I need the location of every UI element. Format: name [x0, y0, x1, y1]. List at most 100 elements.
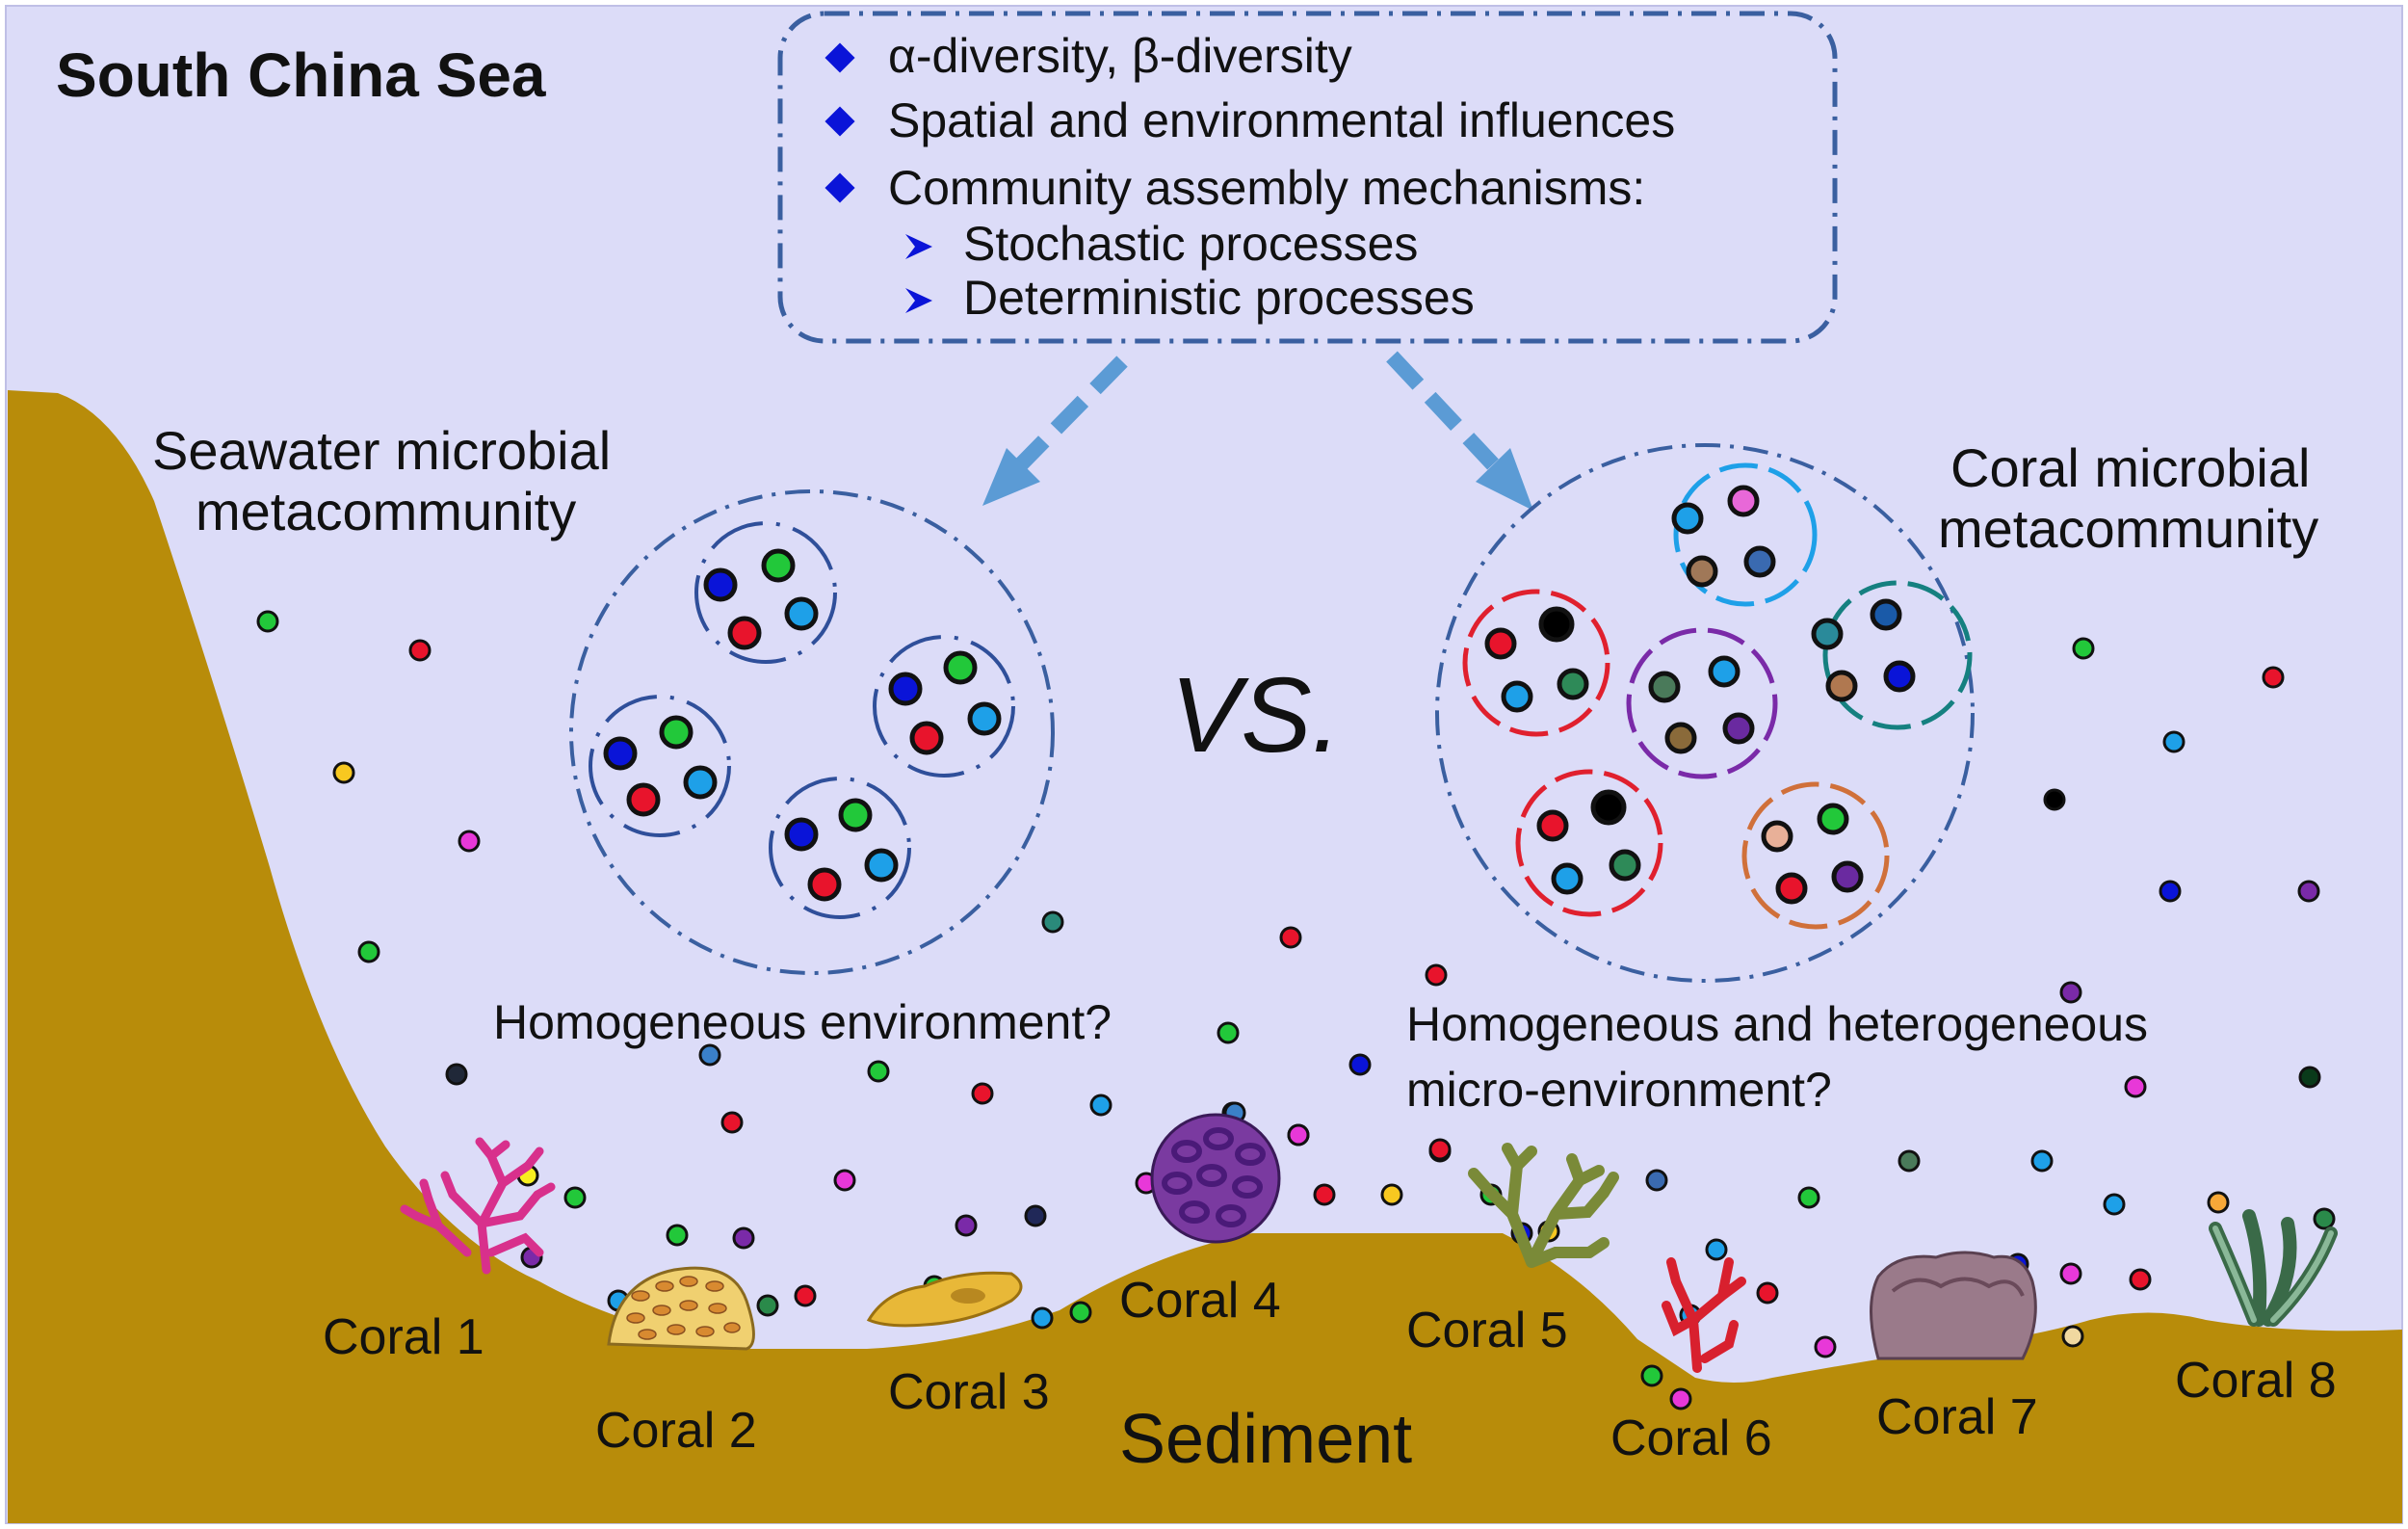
microbe-dot	[1671, 502, 1704, 535]
microbe-dot	[1501, 680, 1533, 713]
microbe-dot	[332, 761, 355, 784]
microbe-dot	[1870, 598, 1902, 631]
microbe-dot	[1727, 485, 1760, 517]
microbe-dot	[732, 1226, 755, 1250]
seawater-subcommunity	[589, 695, 731, 837]
coral-7-illustration	[1870, 1251, 2037, 1360]
microbe-dot	[2030, 1149, 2054, 1173]
question-subitem: Stochastic processes	[963, 217, 1418, 271]
microbe-dot	[1031, 1306, 1054, 1330]
microbe-dot	[1898, 1149, 1921, 1173]
arrow-to-coral	[1386, 351, 1533, 511]
question-item: Spatial and environmental influences	[888, 93, 1675, 147]
microbe-dot	[1069, 1301, 1092, 1324]
free-microbes	[256, 610, 2336, 1410]
microbe-dot	[683, 765, 718, 800]
coral-label: Coral 7	[1876, 1389, 2038, 1445]
microbe-dot	[720, 1111, 744, 1134]
question-item: α-diversity, β-diversity	[888, 29, 1352, 83]
microbe-dot	[1664, 722, 1697, 754]
coral-label: Coral 1	[323, 1309, 484, 1365]
microbe-dot	[1089, 1094, 1112, 1117]
microbe-dot	[794, 1284, 817, 1307]
microbe-dot	[1722, 712, 1755, 745]
microbe-dot	[1669, 1387, 1692, 1410]
microbe-dot	[756, 1294, 779, 1317]
microbe-dot	[1313, 1183, 1336, 1206]
microbe-dot	[1640, 1364, 1663, 1387]
microbe-dot	[838, 798, 873, 832]
microbe-dot	[1348, 1053, 1372, 1076]
sediment-label: Sediment	[1119, 1401, 1412, 1478]
questions-list: α-diversity, β-diversity Spatial and env…	[824, 29, 1675, 325]
coral-8-illustration	[2209, 1209, 2338, 1327]
microbe-dot	[1761, 820, 1793, 853]
microbe-dot	[2124, 1075, 2147, 1098]
coral-label: Coral 3	[888, 1364, 1050, 1420]
seabed	[8, 390, 2402, 1523]
microbe-dot	[864, 848, 899, 883]
microbe-dot	[2262, 666, 2285, 689]
coral-label: Coral 8	[2175, 1353, 2337, 1409]
microbe-dot	[603, 736, 638, 771]
microbe-dot	[2059, 1262, 2082, 1285]
microbe-dot	[666, 1224, 689, 1247]
microbe-dot	[698, 1043, 721, 1067]
coral-subcommunity	[1626, 627, 1778, 779]
microbe-dot	[2061, 1325, 2084, 1348]
microbe-dot	[909, 721, 944, 755]
microbe-dot	[659, 715, 694, 750]
microbe-dot	[1609, 849, 1641, 882]
microbe-dot	[1686, 555, 1718, 588]
microbe-dot	[1825, 670, 1858, 702]
microbe-dot	[2072, 637, 2095, 660]
seawater-subcommunity	[769, 777, 911, 919]
microbe-dot	[1484, 627, 1517, 660]
research-questions-box	[777, 11, 1838, 344]
coral-6-illustration	[1662, 1257, 1746, 1373]
coral-metacommunity-circle	[1435, 443, 1975, 983]
microbe-dot	[833, 1169, 856, 1192]
microbe-dot	[256, 610, 279, 633]
microbe-dot	[445, 1063, 468, 1086]
microbe-dot	[1024, 1204, 1047, 1227]
coral-caption-line1: Homogeneous and heterogeneous	[1406, 997, 2148, 1051]
coral-subcommunity	[1741, 781, 1890, 930]
microbe-dot	[2313, 1207, 2336, 1230]
microbe-dot	[2059, 981, 2082, 1004]
microbe-dot	[1538, 606, 1575, 643]
microbe-dot	[357, 940, 380, 963]
coral-3-illustration	[866, 1271, 1023, 1328]
coral-1-illustration	[400, 1137, 556, 1275]
microbe-dot	[703, 567, 738, 602]
microbe-dot	[1648, 671, 1681, 703]
microbe-dot	[1428, 1138, 1452, 1161]
microbe-dot	[2129, 1268, 2152, 1291]
microbe-dot	[2297, 880, 2320, 903]
microbe-dot	[1814, 1335, 1837, 1358]
microbe-dot	[1797, 1186, 1820, 1209]
microbe-dot	[1557, 668, 1589, 700]
microbe-dot	[2103, 1193, 2126, 1216]
coral-subcommunity	[1515, 769, 1663, 917]
coral-4-illustration	[1150, 1113, 1281, 1244]
microbe-dot	[784, 596, 819, 631]
coral-label: Coral 5	[1406, 1303, 1568, 1358]
arrow-bullet-icon	[905, 288, 932, 313]
microbe-dot	[727, 616, 762, 650]
question-item: Community assembly mechanisms:	[888, 161, 1645, 215]
microbe-dot	[971, 1082, 994, 1105]
microbe-dot	[458, 830, 481, 853]
microbe-dot	[1811, 618, 1844, 650]
arrow-bullet-icon	[905, 234, 932, 259]
microbe-dot	[1041, 910, 1064, 934]
microbe-dot	[1817, 803, 1849, 835]
seawater-subcommunity	[873, 635, 1015, 778]
coral-label-line2: metacommunity	[1938, 498, 2318, 559]
microbe-dot	[1380, 1183, 1403, 1206]
coral-label: Coral 4	[1119, 1273, 1281, 1329]
coral-label-line1: Coral microbial	[1950, 437, 2310, 498]
microbe-dot	[1536, 809, 1569, 842]
microbe-dot	[1756, 1281, 1779, 1305]
